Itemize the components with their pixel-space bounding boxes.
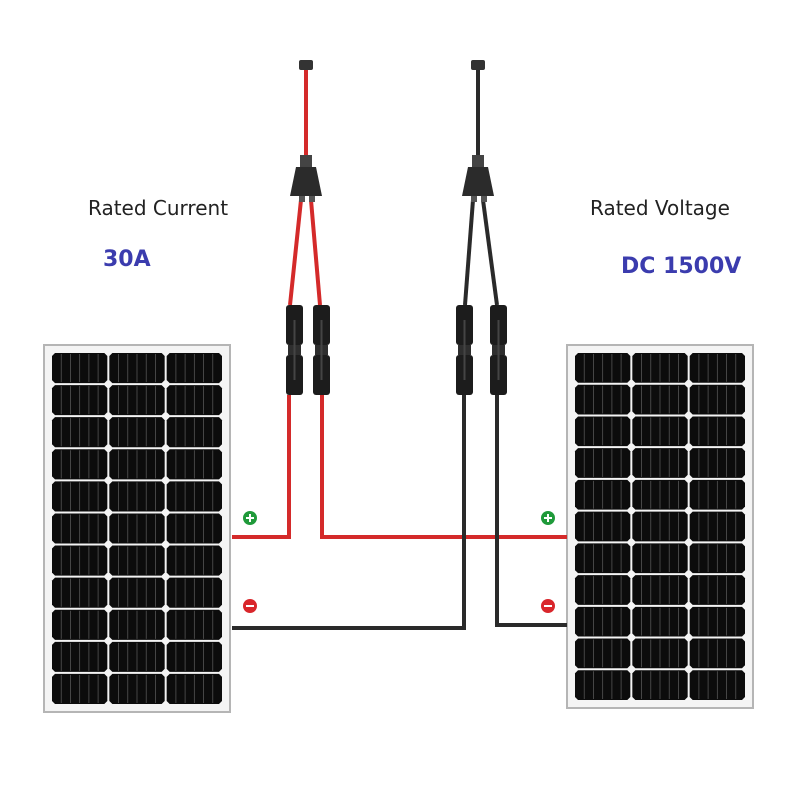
minus-icon xyxy=(243,599,257,613)
negative-end-plug xyxy=(471,60,485,70)
positive-end-plug xyxy=(299,60,313,70)
positive-y-branch-cable xyxy=(232,70,567,539)
plus-icon xyxy=(243,511,257,525)
minus-icon xyxy=(541,599,555,613)
positive-y-hub xyxy=(290,155,322,202)
plus-icon xyxy=(541,511,555,525)
solar-panel-right xyxy=(566,344,754,709)
mc4-connectors xyxy=(286,305,507,395)
rated-current-value: 30A xyxy=(103,247,151,272)
solar-panel-left xyxy=(43,344,231,713)
rated-voltage-value: DC 1500V xyxy=(621,254,742,279)
mc4-connector xyxy=(456,305,473,395)
mc4-connector xyxy=(286,305,303,395)
rated-voltage-label: Rated Voltage xyxy=(590,196,730,220)
mc4-connector xyxy=(490,305,507,395)
negative-y-branch-cable xyxy=(232,70,567,630)
negative-y-hub xyxy=(462,155,494,202)
rated-current-label: Rated Current xyxy=(88,196,229,220)
mc4-connector xyxy=(313,305,330,395)
